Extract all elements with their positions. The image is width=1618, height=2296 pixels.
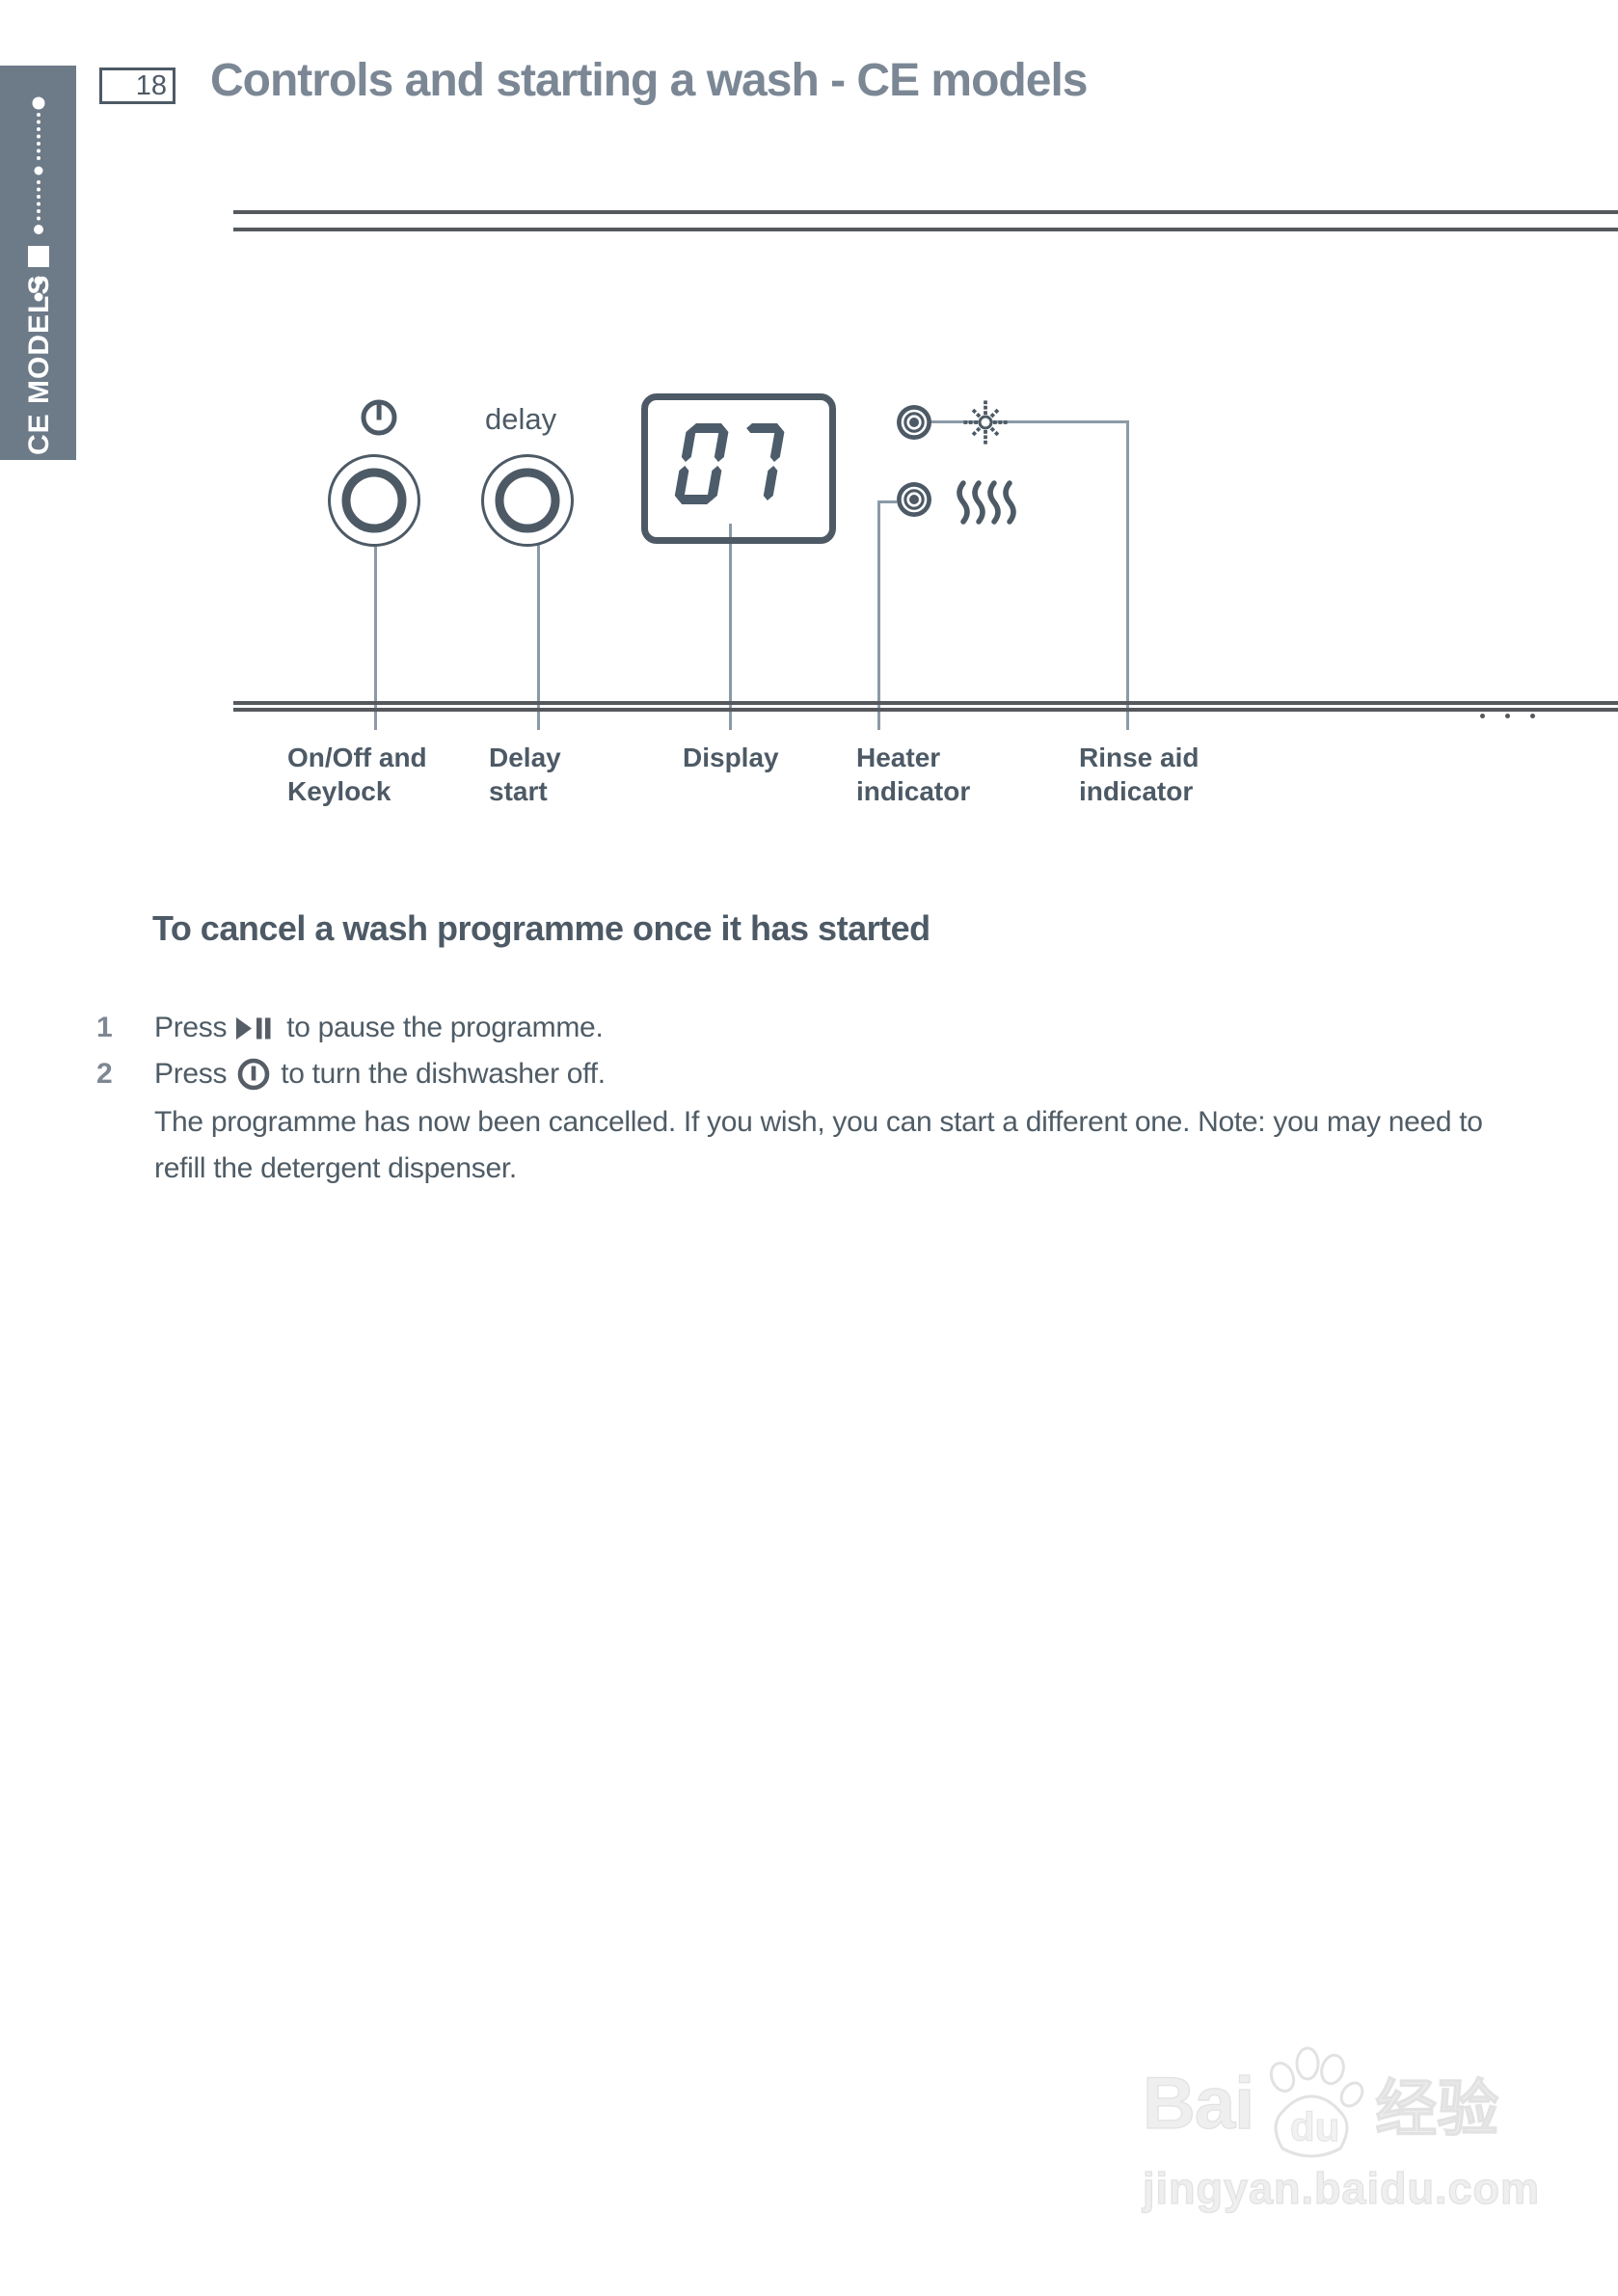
step-1: 1 Press to pause the programme. — [96, 1011, 604, 1045]
delay-button-label: delay — [485, 402, 557, 436]
digit-0 — [674, 423, 729, 504]
heat-waves-icon — [957, 480, 1016, 525]
step-1-number: 1 — [96, 1012, 113, 1043]
delay-start-button[interactable] — [479, 452, 576, 549]
watermark-logo-row: Bai du 经验 — [1142, 2044, 1557, 2162]
leader-delay — [537, 505, 540, 730]
leader-rinse-v — [1126, 420, 1129, 730]
step-2-text-post: to turn the dishwasher off. — [281, 1058, 606, 1090]
step-2: 2 Press to turn the dishwasher off. — [96, 1057, 606, 1092]
heater-led-icon — [897, 482, 931, 517]
leader-heater-h — [877, 500, 897, 503]
leader-heater-v — [877, 500, 880, 730]
label-onoff-keylock: On/Off and Keylock — [287, 743, 427, 806]
step-1-text-pre: Press — [154, 1012, 228, 1043]
step-2-text-pre: Press — [154, 1058, 228, 1090]
rule-dot-2 — [1505, 714, 1510, 718]
diagram-rule-bottom — [233, 708, 1618, 712]
rinse-aid-led-icon — [897, 405, 931, 440]
header-rule-top — [233, 210, 1618, 214]
watermark: Bai du 经验 jingyan.baidu.com — [1142, 2044, 1557, 2214]
seven-segment-digits — [674, 423, 785, 504]
watermark-brand-text: Bai — [1142, 2062, 1255, 2145]
snowflake-icon — [963, 400, 1008, 445]
label-delay-start: Delay start — [489, 743, 561, 806]
sidebar-tab — [0, 66, 76, 460]
diagram-rule-top — [233, 701, 1618, 705]
sidebar-section-label: CE MODELS — [23, 274, 55, 455]
leader-display — [729, 524, 732, 730]
label-heater-indicator: Heater indicator — [856, 743, 971, 806]
page-number: 18 — [135, 69, 167, 101]
watermark-du-text: du — [1290, 2104, 1339, 2149]
rule-dot-3 — [1530, 714, 1535, 718]
label-rinse-aid-indicator: Rinse aid indicator — [1079, 743, 1200, 806]
body-paragraph: The programme has now been cancelled. If… — [154, 1106, 1483, 1184]
step-1-text-post: to pause the programme. — [286, 1012, 604, 1043]
section-heading: To cancel a wash programme once it has s… — [152, 908, 930, 948]
label-display: Display — [683, 743, 779, 772]
step-2-number: 2 — [96, 1058, 113, 1090]
power-icon — [361, 399, 397, 436]
play-pause-icon — [236, 1016, 271, 1040]
page-number-box: 18 — [99, 68, 175, 104]
on-off-button[interactable] — [326, 452, 422, 549]
page-title: Controls and starting a wash - CE models — [210, 55, 1088, 106]
watermark-url: jingyan.baidu.com — [1142, 2163, 1541, 2213]
rule-dot-1 — [1480, 714, 1485, 718]
leader-rinse-h — [930, 420, 1128, 423]
baidu-paw-icon: du — [1270, 2046, 1364, 2158]
leader-onoff — [374, 521, 377, 730]
digit-7 — [746, 423, 785, 500]
header-rule-bottom — [233, 228, 1618, 231]
display-panel: 07 — [641, 393, 836, 544]
power-icon — [237, 1058, 270, 1091]
watermark-brand-cn: 经验 — [1375, 2073, 1499, 2144]
sidebar-dots-decoration — [28, 96, 49, 302]
